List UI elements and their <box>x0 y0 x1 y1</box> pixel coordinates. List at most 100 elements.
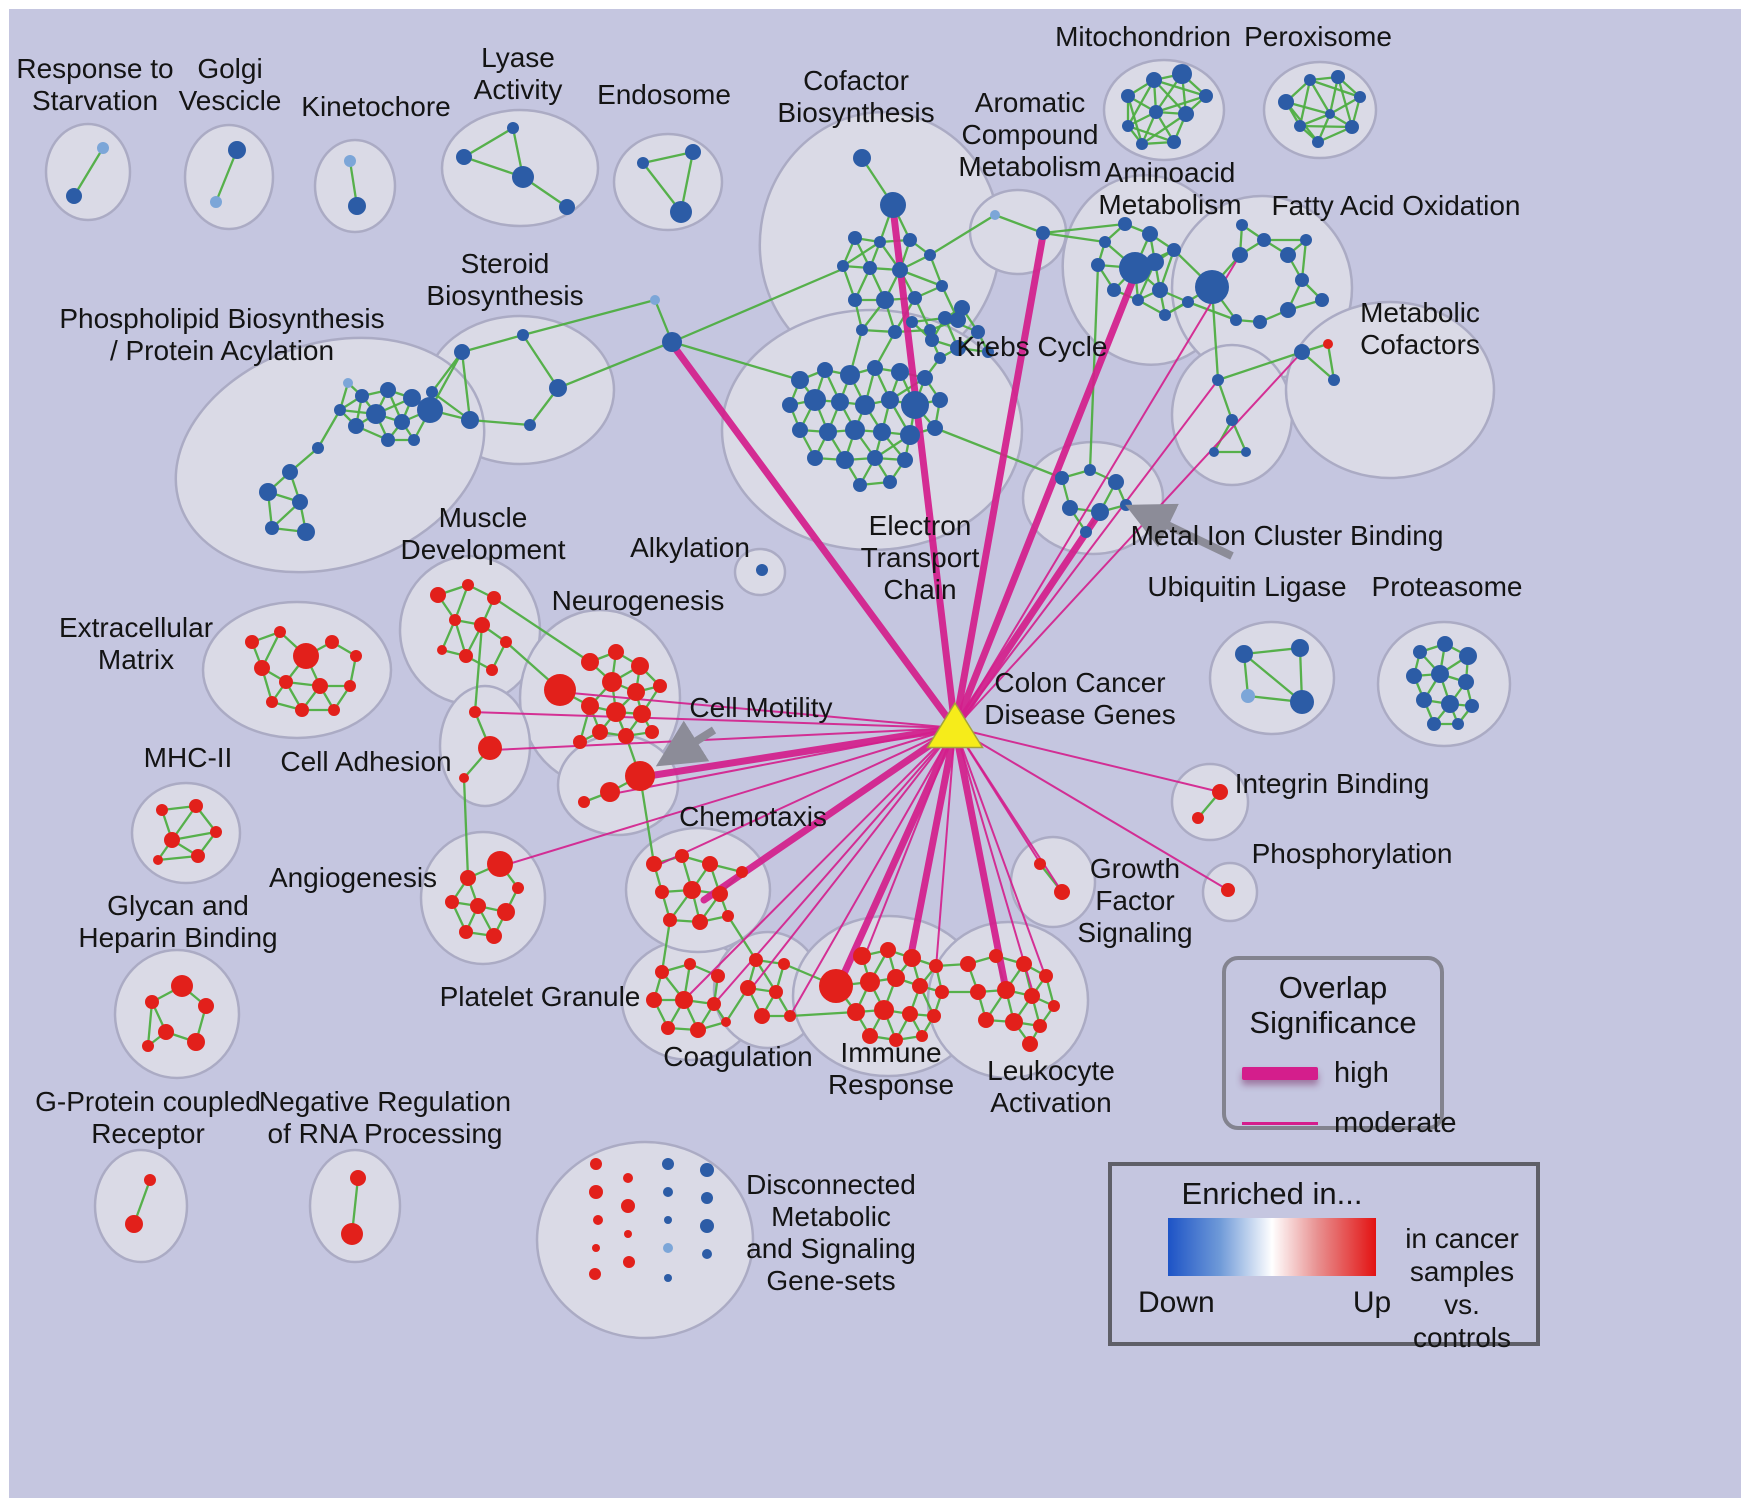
gene-set-node-immune-response <box>916 1030 928 1042</box>
gene-set-node-metal-ion-cluster-binding <box>1120 499 1132 511</box>
overlap-edge-moderate <box>559 691 956 729</box>
gene-set-node-mitochondrion <box>1136 138 1148 150</box>
gene-set-edge <box>461 333 524 354</box>
cluster-label-aromatic-compound-metabolism: Aromatic <box>975 87 1085 118</box>
cluster-label-peroxisome: Peroxisome <box>1244 21 1392 52</box>
gene-set-node-coagulation <box>769 985 783 999</box>
gene-set-node-extracellular-matrix <box>245 635 259 649</box>
inter-cluster-edge <box>671 266 846 344</box>
overlap-edge-moderate <box>863 727 956 959</box>
gene-set-node-proteasome <box>1413 645 1427 659</box>
overlap-edge-moderate <box>683 727 956 1001</box>
gene-set-edge <box>317 409 341 449</box>
gene-set-node-angiogenesis <box>460 870 476 886</box>
gene-set-node-electron-transport-chain <box>853 478 867 492</box>
cluster-label-disconnected-gene-sets: Metabolic <box>771 1201 891 1232</box>
gene-set-node-immune-response <box>929 959 943 973</box>
gene-set-node-chemotaxis <box>722 910 734 922</box>
gene-set-node-g-protein-coupled-receptor <box>125 1215 143 1233</box>
gene-set-node-extracellular-matrix <box>266 696 278 708</box>
cluster-label-metal-ion-cluster-binding: Metal Ion Cluster Binding <box>1131 520 1444 551</box>
gene-set-node-chemotaxis <box>712 886 728 902</box>
cluster-label-endosome: Endosome <box>597 79 731 110</box>
overlap-significance-title: Overlap Significance <box>1226 970 1440 1040</box>
gene-set-node-electron-transport-chain <box>901 391 929 419</box>
cluster-label-lyase-activity: Activity <box>474 74 563 105</box>
gene-set-node-cofactor-biosynthesis <box>856 324 868 336</box>
cluster-label-glycan-heparin-binding: Glycan and <box>107 890 249 921</box>
gene-set-node-platelet-granule <box>675 991 693 1009</box>
gene-set-node-ubiquitin-ligase <box>1291 639 1309 657</box>
overlap-edge-moderate <box>655 727 956 867</box>
gene-set-node-platelet-granule <box>684 958 696 970</box>
gene-set-node-electron-transport-chain <box>807 450 823 466</box>
gene-set-node-aminoacid-metabolism <box>1152 282 1168 298</box>
gene-set-edge <box>431 351 463 393</box>
gene-set-node-peroxisome <box>1331 70 1345 84</box>
gene-set-node-aromatic-compound-metabolism <box>990 210 1000 220</box>
gene-set-node-aminoacid-metabolism <box>1091 258 1105 272</box>
cluster-ellipse-metabolic-cofactors <box>1284 300 1496 480</box>
gene-set-node-integrin-binding <box>1212 784 1228 800</box>
gene-set-node-disconnected-gene-sets <box>624 1230 632 1238</box>
gene-set-node-coagulation <box>740 980 756 996</box>
gene-set-node-electron-transport-chain <box>897 452 913 468</box>
gene-set-node-ubiquitin-ligase <box>1235 645 1253 663</box>
gene-set-node-steroid-biosynthesis <box>461 411 479 429</box>
gene-set-node-chemotaxis <box>663 913 677 927</box>
gene-set-edge <box>1127 124 1175 144</box>
inter-cluster-edge <box>1187 300 1237 322</box>
gene-set-node-steroid-biosynthesis <box>517 329 529 341</box>
overlap-edge-high <box>951 508 1104 732</box>
cluster-label-response-to-starvation: Response to <box>16 53 173 84</box>
gene-set-node-electron-transport-chain <box>791 371 809 389</box>
gene-set-node-neurogenesis <box>645 725 659 739</box>
overlap-edge-moderate <box>954 379 1219 729</box>
gene-set-edge <box>1216 379 1234 421</box>
gene-set-node-immune-response <box>889 1033 903 1047</box>
gene-set-node-disconnected-gene-sets <box>701 1192 713 1204</box>
gene-set-node-coagulation <box>784 1010 796 1022</box>
gene-set-node-mitochondrion <box>1172 64 1192 84</box>
cluster-label-neurogenesis: Neurogenesis <box>552 585 725 616</box>
gene-set-node-electron-transport-chain <box>932 392 948 408</box>
gene-set-node-glycan-heparin-binding <box>198 998 214 1014</box>
overlap-edge-high <box>638 724 959 781</box>
gene-set-node-proteasome <box>1452 718 1464 730</box>
cluster-label-phosphorylation: Phosphorylation <box>1252 838 1453 869</box>
cluster-ellipse-mhc-ii <box>130 781 242 885</box>
gene-set-node-glycan-heparin-binding <box>187 1033 205 1051</box>
gene-set-node-krebs-cycle <box>906 316 918 328</box>
overlap-title-line1: Overlap <box>1278 970 1388 1005</box>
overlap-edge-high <box>834 724 959 991</box>
cluster-label-metabolic-cofactors: Metabolic <box>1360 297 1480 328</box>
cluster-ellipse-golgi-vescicle <box>183 123 275 231</box>
gene-set-node-disconnected-gene-sets <box>590 1158 602 1170</box>
cluster-label-cell-motility: Cell Motility <box>689 692 832 723</box>
gene-set-node-immune-response <box>853 947 871 965</box>
inter-cluster-edge <box>671 340 801 382</box>
cluster-label-integrin-binding: Integrin Binding <box>1235 768 1430 799</box>
gene-set-node-phospholipid-biosynthesis <box>394 414 410 430</box>
gene-set-node-immune-response <box>927 1009 941 1023</box>
inter-cluster-edge <box>1088 264 1100 471</box>
overlap-edge-high <box>668 340 959 732</box>
gene-set-node-proteasome <box>1406 668 1422 684</box>
gene-set-node-peroxisome <box>1304 74 1316 86</box>
gene-set-edge <box>1298 79 1312 127</box>
gene-set-node-electron-transport-chain <box>836 451 854 469</box>
gene-set-node-glycan-heparin-binding <box>145 995 159 1009</box>
gene-set-edge <box>1243 646 1301 656</box>
gene-set-node-peroxisome <box>1354 91 1366 103</box>
gene-set-node-cofactor-biosynthesis <box>853 149 871 167</box>
gene-set-node-kinetochore <box>348 197 366 215</box>
gene-set-node-phosphorylation <box>1221 883 1235 897</box>
gene-set-node-aminoacid-metabolism <box>1146 253 1164 271</box>
gene-set-node-neurogenesis <box>633 705 651 723</box>
gene-set-node-extracellular-matrix <box>254 660 270 676</box>
gene-set-node-disconnected-gene-sets <box>589 1268 601 1280</box>
gene-set-node-electron-transport-chain <box>881 391 899 409</box>
gene-set-node-electron-transport-chain <box>927 420 943 436</box>
overlap-edge-moderate <box>954 727 1035 997</box>
gene-set-node-electron-transport-chain <box>900 425 920 445</box>
